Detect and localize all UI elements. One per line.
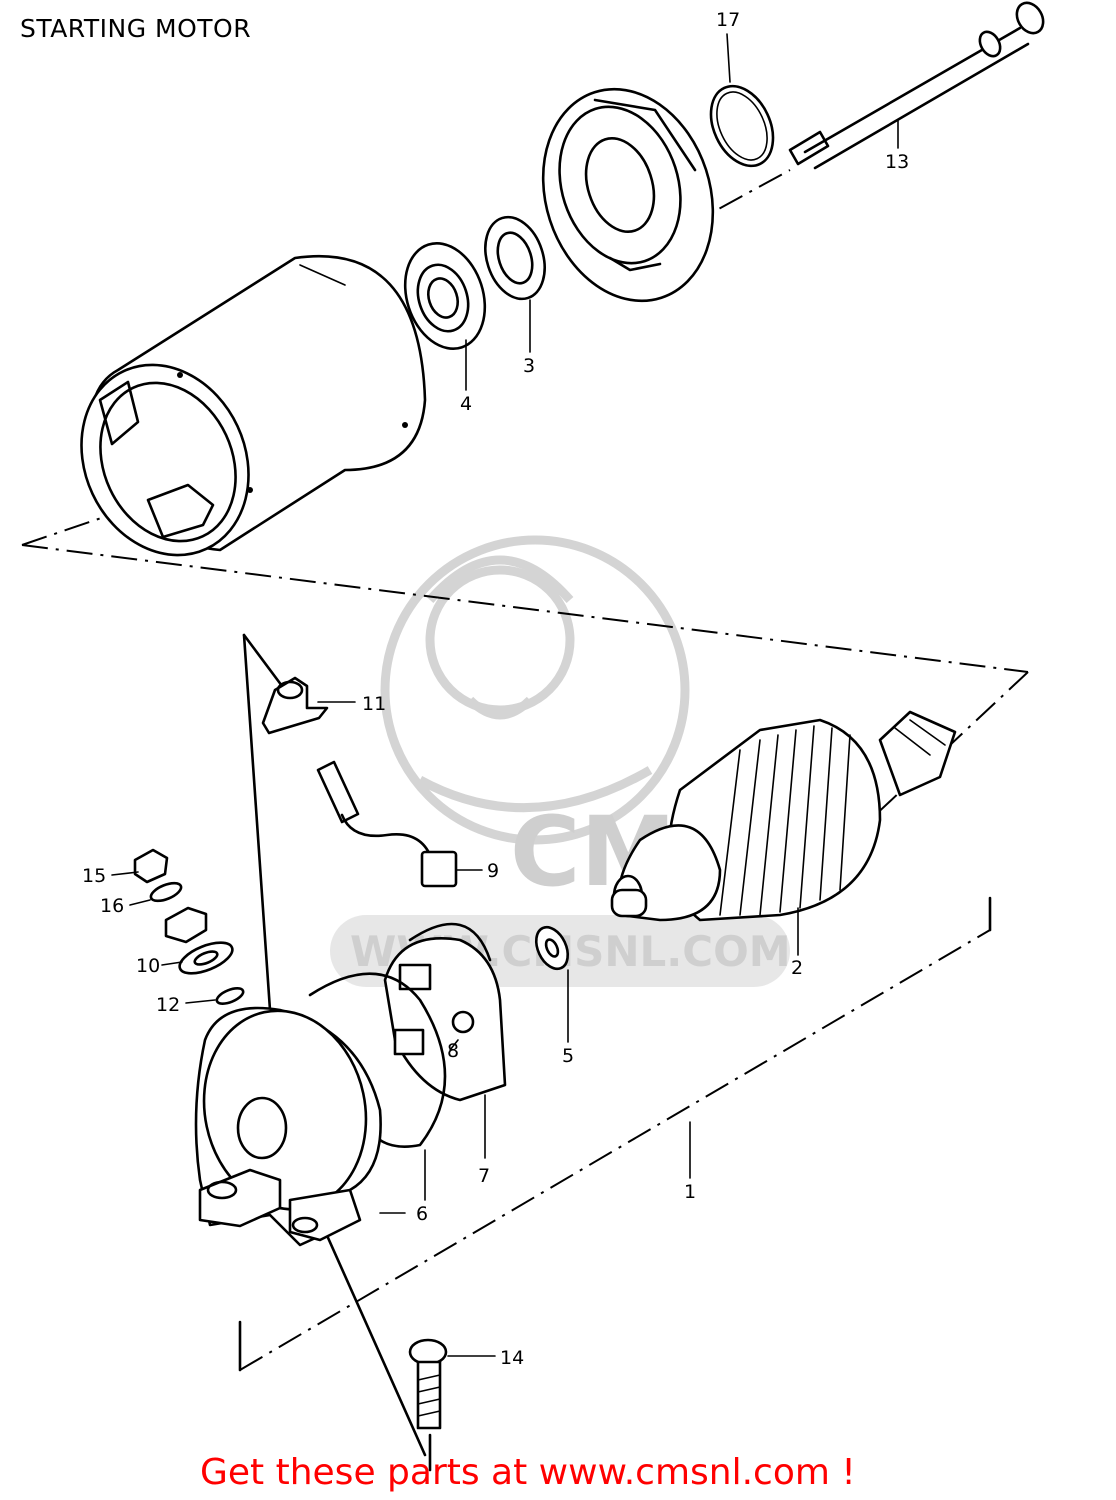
rear-end-cover [541, 87, 715, 303]
part-8-brush-holder [383, 922, 507, 1102]
callout-9: 9 [487, 860, 499, 882]
part-4-bearing [403, 242, 487, 350]
callout-16: 16 [100, 895, 124, 917]
part-2-armature [610, 710, 957, 922]
part-3-oil-seal [484, 215, 546, 301]
callout-17: 17 [716, 9, 740, 31]
callout-6: 6 [416, 1203, 428, 1225]
part-6-o-ring [308, 972, 447, 1148]
part-10-insulator-a [164, 906, 208, 944]
part-12-o-ring [215, 987, 245, 1005]
page-title: STARTING MOTOR [20, 14, 252, 43]
callout-8: 8 [447, 1040, 459, 1062]
promo-link[interactable]: Get these parts at www.cmsnl.com ! [200, 1452, 856, 1493]
part-11-terminal [261, 676, 329, 735]
callout-11: 11 [362, 693, 386, 715]
yoke-housing [80, 254, 427, 557]
callout-leaders [111, 33, 899, 1357]
callout-14: 14 [500, 1347, 524, 1369]
callout-3: 3 [523, 355, 535, 377]
part-16-washer [149, 881, 183, 903]
part-14-bolt [408, 1338, 448, 1430]
callout-2: 2 [791, 957, 803, 979]
callout-7: 7 [478, 1165, 490, 1187]
part-10-insulator-b [178, 941, 234, 975]
callout-4: 4 [460, 393, 472, 415]
front-end-cover [194, 1006, 382, 1247]
part-9-brush [316, 760, 458, 888]
part-5-washer [534, 925, 570, 971]
part-15-nut [133, 848, 169, 884]
callout-5: 5 [562, 1045, 574, 1067]
part-17-o-ring [709, 84, 775, 168]
callout-12: 12 [156, 994, 180, 1016]
callout-1: 1 [684, 1181, 696, 1203]
callout-10: 10 [136, 955, 160, 977]
callout-13: 13 [885, 151, 909, 173]
callout-15: 15 [82, 865, 106, 887]
part-13-through-bolt [788, 1, 1045, 170]
